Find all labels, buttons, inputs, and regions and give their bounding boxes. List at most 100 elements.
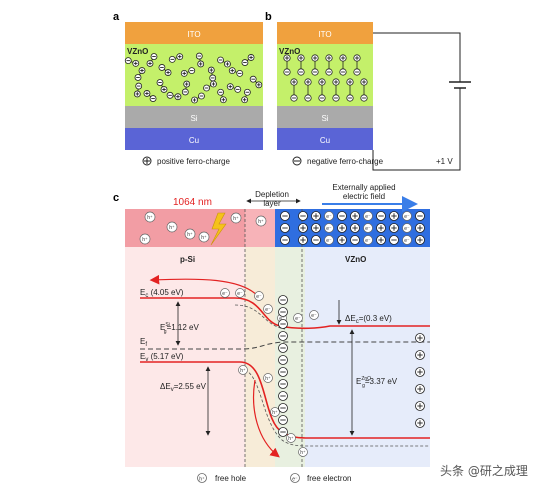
negative-charge-icon [298,211,308,221]
legend-ferro-charge: positive ferro-charge negative ferro-cha… [142,156,384,166]
free-electron-symbol: e⁻ [324,211,334,221]
panel-c-letter: c [113,192,119,204]
watermark-text: 头条 @研之成理 [440,464,528,478]
positive-charge-icon [133,90,141,98]
free-hole-symbol: h⁺ [286,433,296,443]
band-charges: e⁻e⁻e⁻e⁻e⁻e⁻e⁻h⁺h⁺h⁺h⁺h⁺ [220,288,425,457]
positive-charge-icon [176,53,184,61]
positive-charge-icon [290,78,298,86]
positive-charge-icon [415,401,425,411]
free-hole-icon: h⁺ [197,473,207,483]
positive-charge-icon [415,350,425,360]
free-electron-icon: e⁻ [290,473,300,483]
svg-text:h⁺: h⁺ [240,368,246,374]
positive-charge-icon [350,223,360,233]
negative-charge-icon [278,427,288,437]
negative-charge-icon [181,88,189,96]
positive-charge-icon [346,78,354,86]
svg-text:e⁻: e⁻ [279,316,285,322]
free-electron-symbol: e⁻ [309,310,319,320]
free-hole-symbol: h⁺ [144,211,156,223]
negative-charge-icon [350,235,360,245]
positive-charge-icon [332,78,340,86]
ito-label-a: ITO [187,30,200,39]
free-electron-label: free electron [307,474,351,483]
free-electron-symbol: e⁻ [363,235,373,245]
negative-charge-icon [290,94,298,102]
svg-text:e⁻: e⁻ [365,226,371,232]
svg-text:e⁻: e⁻ [295,316,301,322]
positive-charge-icon [146,60,154,67]
positive-charge-icon [143,90,151,97]
positive-charge-icon [350,211,360,221]
depletion-region-psi-bg [245,247,275,467]
positive-charge-label: positive ferro-charge [157,157,230,166]
free-electron-symbol: e⁻ [263,304,273,314]
field-label-2: electric field [343,192,385,201]
positive-charge-icon [174,93,182,101]
free-hole-symbol: h⁺ [166,221,178,233]
psi-label: p-Si [180,255,195,264]
svg-text:e⁻: e⁻ [237,291,243,297]
negative-charge-icon [332,94,340,102]
positive-charge-icon [138,67,146,74]
free-hole-symbol: h⁺ [255,215,267,227]
positive-charge-icon [415,235,425,245]
negative-charge-icon [195,52,203,60]
svg-text:e⁻: e⁻ [404,238,410,244]
negative-charge-icon [166,91,174,99]
positive-charge-icon [226,83,234,91]
negative-charge-icon [158,64,166,71]
svg-text:e⁻: e⁻ [311,313,317,319]
negative-charge-icon [353,68,361,76]
free-electron-symbol: e⁻ [363,211,373,221]
negative-charge-icon [278,307,288,317]
positive-charge-icon [325,54,333,62]
free-hole-label: free hole [215,474,247,483]
negative-charge-icon [278,355,288,365]
negative-charge-icon [149,95,157,102]
svg-text:e⁻: e⁻ [365,214,371,220]
positive-charge-icon [241,96,249,104]
positive-charge-icon [311,54,319,62]
negative-charge-icon [278,403,288,413]
positive-charge-icon [376,235,386,245]
positive-charge-icon [389,211,399,221]
panel-a: a ITO VZnO Si Cu [113,11,263,150]
ito-layer-a [125,22,263,44]
panel-c: c 1064 nm Depletion layer Externally app… [113,183,430,483]
svg-text:e⁻: e⁻ [222,291,228,297]
negative-charge-icon [339,68,347,76]
svg-text:e⁻: e⁻ [326,226,332,232]
negative-charge-icon [278,343,288,353]
free-hole-symbol: h⁺ [298,447,308,457]
negative-charge-icon [278,331,288,341]
positive-charge-icon [197,60,205,68]
negative-charge-icon [209,74,217,82]
dipoles-b [283,54,368,102]
positive-charge-icon [160,86,168,93]
vzno-label-b: VZnO [279,47,300,56]
svg-text:h⁺: h⁺ [187,232,193,238]
negative-charge-icon [278,415,288,425]
free-electron-symbol: e⁻ [402,223,412,233]
free-electron-symbol: e⁻ [220,288,230,298]
negative-charge-icon [234,85,242,93]
positive-charge-icon [415,333,425,343]
ito-layer-b [277,22,373,44]
positive-charge-icon [304,78,312,86]
positive-charge-icon [415,384,425,394]
positive-charge-icon [339,54,347,62]
panel-b-letter: b [265,11,272,23]
free-electron-symbol: e⁻ [402,211,412,221]
si-layer-a [125,106,263,128]
negative-charge-icon [203,84,210,92]
negative-charge-icon [415,211,425,221]
svg-text:h⁺: h⁺ [147,215,153,221]
negative-charge-icon [304,94,312,102]
positive-charge-icon [337,223,347,233]
conduction-band-dashed [234,304,286,330]
panel-a-letter: a [113,11,120,23]
vzno-region-bg [305,247,430,467]
